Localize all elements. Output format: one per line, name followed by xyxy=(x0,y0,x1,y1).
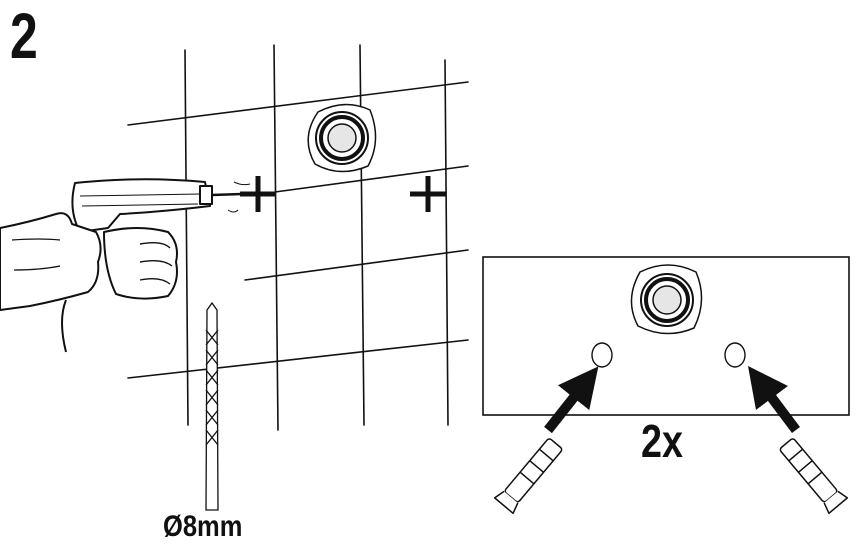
wall-anchor-icon xyxy=(493,438,563,515)
anchor-quantity-label: 2x xyxy=(641,415,683,467)
wall-anchor-icon xyxy=(779,438,849,515)
arrow-icon xyxy=(748,366,800,433)
crosshair-icon xyxy=(410,176,446,212)
hand-icon xyxy=(0,212,178,311)
step-number: 2 xyxy=(10,0,38,72)
fixture-icon xyxy=(630,264,703,335)
crosshair-icon xyxy=(240,176,276,212)
detail-panel xyxy=(482,256,850,416)
tile-grid xyxy=(127,44,469,431)
arrow-icon xyxy=(544,366,599,434)
drill-bit-icon xyxy=(205,301,219,511)
drill-icon xyxy=(61,178,251,353)
drill-hole-left xyxy=(591,342,613,368)
fixture-icon xyxy=(307,103,377,173)
drill-hole-right xyxy=(724,342,746,368)
drill-bit-size-label: Ø8mm xyxy=(163,510,243,543)
